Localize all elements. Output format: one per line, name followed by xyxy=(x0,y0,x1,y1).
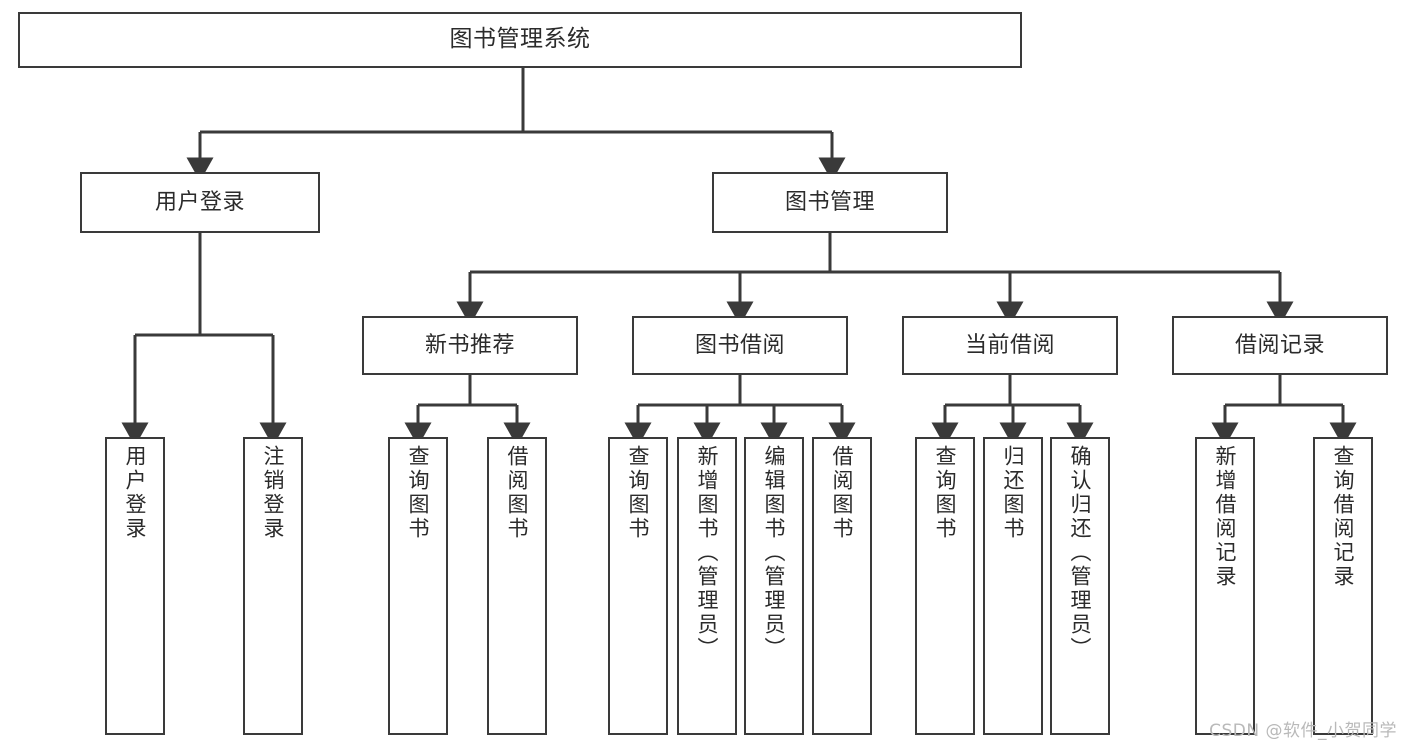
node-label: 归还图书 xyxy=(1001,445,1026,541)
node-label: 新增借阅记录 xyxy=(1213,445,1238,589)
leaf-logout-login[interactable]: 注销登录 xyxy=(243,437,303,735)
node-label: 查询借阅记录 xyxy=(1331,445,1356,589)
node-label: 查询图书 xyxy=(626,445,651,541)
node-label: 图书借阅 xyxy=(694,332,785,358)
node-label: 查询图书 xyxy=(933,445,958,541)
node-label: 借阅图书 xyxy=(830,445,855,541)
node-current-borrow[interactable]: 当前借阅 xyxy=(902,316,1118,375)
node-label: 用户登录 xyxy=(123,445,148,541)
leaf-confirm-return-admin[interactable]: 确认归还（管理员） xyxy=(1050,437,1110,735)
node-label: 注销登录 xyxy=(261,445,286,541)
node-root-system[interactable]: 图书管理系统 xyxy=(18,12,1022,68)
leaf-edit-book-admin[interactable]: 编辑图书（管理员） xyxy=(744,437,804,735)
node-user-login[interactable]: 用户登录 xyxy=(80,172,320,233)
node-label: 编辑图书（管理员） xyxy=(762,445,787,661)
leaf-borrow-book[interactable]: 借阅图书 xyxy=(812,437,872,735)
node-label: 用户登录 xyxy=(154,189,245,215)
csdn-watermark: CSDN @软件_小贺同学 xyxy=(1209,721,1397,741)
leaf-query-book-recommend[interactable]: 查询图书 xyxy=(388,437,448,735)
node-book-borrow[interactable]: 图书借阅 xyxy=(632,316,848,375)
node-borrow-record[interactable]: 借阅记录 xyxy=(1172,316,1388,375)
leaf-query-book-borrow[interactable]: 查询图书 xyxy=(608,437,668,735)
leaf-add-borrow-record[interactable]: 新增借阅记录 xyxy=(1195,437,1255,735)
node-label: 新增图书（管理员） xyxy=(695,445,720,661)
node-new-book-recommend[interactable]: 新书推荐 xyxy=(362,316,578,375)
node-label: 新书推荐 xyxy=(424,332,515,358)
node-label: 确认归还（管理员） xyxy=(1068,445,1093,661)
node-label: 借阅图书 xyxy=(505,445,530,541)
node-label: 当前借阅 xyxy=(964,332,1055,358)
node-label: 查询图书 xyxy=(406,445,431,541)
leaf-query-book-current[interactable]: 查询图书 xyxy=(915,437,975,735)
leaf-add-book-admin[interactable]: 新增图书（管理员） xyxy=(677,437,737,735)
leaf-user-login[interactable]: 用户登录 xyxy=(105,437,165,735)
node-label: 图书管理系统 xyxy=(449,26,591,53)
node-label: 借阅记录 xyxy=(1234,332,1325,358)
leaf-return-book[interactable]: 归还图书 xyxy=(983,437,1043,735)
leaf-borrow-book-recommend[interactable]: 借阅图书 xyxy=(487,437,547,735)
node-book-manage[interactable]: 图书管理 xyxy=(712,172,948,233)
node-label: 图书管理 xyxy=(784,189,875,215)
leaf-query-borrow-record[interactable]: 查询借阅记录 xyxy=(1313,437,1373,735)
